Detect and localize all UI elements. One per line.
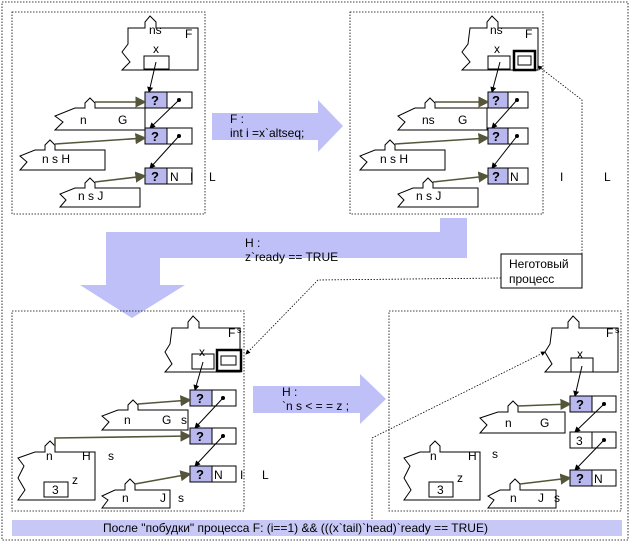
frame-g-label: n <box>80 113 87 127</box>
svg-text:z: z <box>72 473 78 487</box>
svg-text:x: x <box>577 347 583 361</box>
svg-text:J: J <box>538 491 544 505</box>
svg-text:?: ? <box>492 129 500 144</box>
svg-text:n: n <box>124 413 131 427</box>
svg-text:F: F <box>525 27 532 41</box>
transition-arrow-3: H : `n s < = = z ; <box>253 374 386 424</box>
arrow-3-line-2: `n s < = = z ; <box>282 399 349 413</box>
svg-text:?: ? <box>196 429 204 444</box>
node-3-n: N <box>170 170 179 184</box>
frame-j <box>58 177 141 208</box>
svg-text:3: 3 <box>437 483 444 497</box>
svg-text:n s J: n s J <box>416 189 441 203</box>
var-x-label: x <box>153 42 159 56</box>
svg-text:I: I <box>560 170 563 184</box>
svg-text:F: F <box>228 326 235 340</box>
svg-text:?: ? <box>576 397 584 412</box>
frame-g <box>53 97 146 131</box>
svg-text:n: n <box>430 449 437 463</box>
svg-text:L: L <box>604 170 611 184</box>
node-1-q: ? <box>151 93 159 108</box>
svg-text:ns: ns <box>422 113 435 127</box>
svg-text:n: n <box>505 416 512 430</box>
frame-f-tag: F <box>185 27 192 41</box>
panel-1: ns F x n G n s H n s J ? ? ? N I L <box>11 11 216 215</box>
frame-h-label: n s H <box>42 152 70 166</box>
note-not-ready-process: Неготовый процесс <box>245 65 583 355</box>
svg-text:n s H: n s H <box>380 152 408 166</box>
svg-text:?: ? <box>576 471 584 486</box>
arrow-1-line-2: int i =x`altseq; <box>230 126 304 140</box>
svg-text:J: J <box>160 491 166 505</box>
svg-text:n: n <box>122 491 129 505</box>
footer-text: После "побудки" процесса F: (i==1) && ((… <box>103 521 488 535</box>
frame-j-label: n s J <box>78 189 103 203</box>
panel-2: ns F x ns G n s H n s J ? ? ? N I L <box>349 11 611 215</box>
panel-3: F s x n G s n H s 3 z n J s ? ? ? N <box>11 310 269 512</box>
node-2-q: ? <box>151 129 159 144</box>
svg-text:3: 3 <box>576 434 583 448</box>
svg-text:I: I <box>240 468 243 482</box>
svg-text:G: G <box>458 113 467 127</box>
note-line-2: процесс <box>509 272 554 286</box>
svg-text:G: G <box>540 416 549 430</box>
svg-text:N: N <box>510 170 519 184</box>
svg-text:?: ? <box>492 169 500 184</box>
svg-text:3: 3 <box>52 483 59 497</box>
svg-text:x: x <box>494 42 500 56</box>
svg-text:N: N <box>594 472 603 486</box>
svg-text:s: s <box>492 447 498 461</box>
svg-text:z: z <box>457 471 463 485</box>
transition-arrow-1: F : int i =x`altseq; <box>212 100 343 152</box>
transition-arrow-2: H : z`ready == TRUE <box>80 218 467 318</box>
ptr-x <box>147 61 157 93</box>
svg-text:n: n <box>46 449 53 463</box>
svg-text:ns: ns <box>490 23 503 37</box>
var-x-cell <box>143 55 170 70</box>
svg-text:?: ? <box>492 93 500 108</box>
svg-text:s: s <box>615 325 620 335</box>
svg-text:s: s <box>178 491 184 505</box>
svg-text:s: s <box>108 449 114 463</box>
arrow-2-line-2: z`ready == TRUE <box>245 250 338 264</box>
label-i: I <box>190 170 193 184</box>
svg-text:H: H <box>82 449 91 463</box>
frame-g-tag: G <box>118 113 127 127</box>
frame-f-ns: ns <box>149 23 162 37</box>
svg-text:n: n <box>510 491 517 505</box>
svg-text:N: N <box>214 468 223 482</box>
svg-text:?: ? <box>196 467 204 482</box>
note-line-1: Неготовый <box>509 257 569 271</box>
frame-h <box>18 139 106 171</box>
svg-text:?: ? <box>196 391 204 406</box>
svg-text:s: s <box>181 413 187 427</box>
svg-text:x: x <box>199 345 205 359</box>
label-l: L <box>209 170 216 184</box>
svg-text:H: H <box>468 449 477 463</box>
arrow-1-line-1: F : <box>230 112 244 126</box>
arrow-2-line-1: H : <box>245 236 260 250</box>
footer-bar <box>12 520 622 536</box>
svg-text:s: s <box>237 325 242 335</box>
svg-text:L: L <box>262 468 269 482</box>
panel-1-frame <box>11 11 206 215</box>
frame-f <box>120 15 199 71</box>
panel-4: F s x n G n H s 3 z n J s ? 3 ? N <box>371 310 622 528</box>
node-3-tail <box>166 167 193 185</box>
arrow-3-line-1: H : <box>282 385 297 399</box>
svg-text:G: G <box>162 413 171 427</box>
svg-text:s: s <box>554 491 560 505</box>
svg-text:F: F <box>606 326 613 340</box>
panel-2-frame <box>349 11 544 215</box>
node-3-q: ? <box>151 169 159 184</box>
